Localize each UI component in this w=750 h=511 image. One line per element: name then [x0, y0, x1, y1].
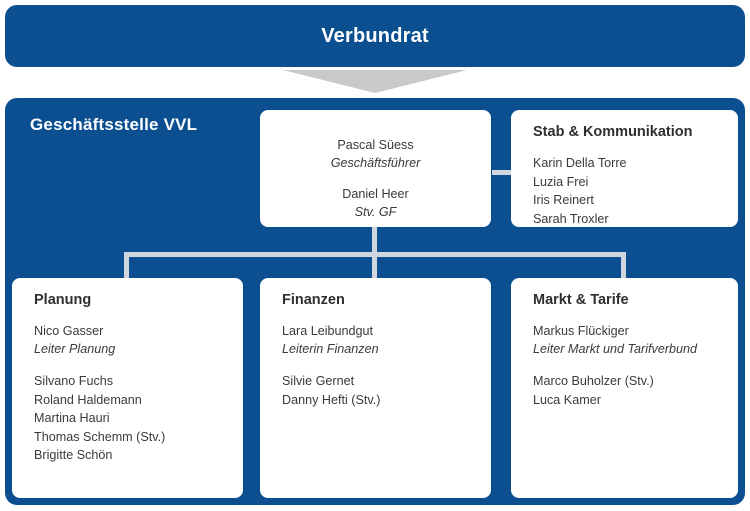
card-finanzen: Finanzen Lara Leibundgut Leiterin Finanz…	[260, 278, 491, 498]
management-person: Daniel Heer Stv. GF	[260, 185, 491, 221]
connector-drop-markt	[621, 252, 626, 280]
staff-member: Danny Hefti (Stv.)	[282, 392, 381, 407]
spacer	[34, 358, 243, 372]
connector-gf-to-stab	[492, 170, 512, 175]
staff-member: Sarah Troxler	[533, 211, 609, 226]
unit-staff-list: Karin Della Torre Luzia Frei Iris Reiner…	[533, 154, 738, 228]
management-person-role: Stv. GF	[354, 205, 397, 219]
unit-title: Finanzen	[282, 292, 345, 308]
connector-drop-planung	[124, 252, 129, 280]
connector-gf-down	[372, 227, 377, 255]
geschaeftsstelle-title: Geschäftsstelle VVL	[30, 115, 198, 134]
unit-staff-list: Silvie Gernet Danny Hefti (Stv.)	[282, 372, 491, 409]
spacer	[282, 358, 491, 372]
card-stab-kommunikation: Stab & Kommunikation Karin Della Torre L…	[511, 110, 738, 227]
connector-drop-finanzen	[372, 252, 377, 280]
unit-title: Markt & Tarife	[533, 292, 629, 308]
spacer	[533, 358, 738, 372]
unit-title: Planung	[34, 292, 92, 308]
card-geschaeftsfuehrung: Pascal Süess Geschäftsführer Daniel Heer…	[260, 110, 491, 227]
unit-title: Stab & Kommunikation	[533, 124, 693, 140]
management-person-role: Geschäftsführer	[330, 156, 421, 170]
staff-member: Silvie Gernet	[282, 374, 355, 388]
staff-member: Luzia Frei	[533, 174, 589, 189]
card-markt-tarife: Markt & Tarife Markus Flückiger Leiter M…	[511, 278, 738, 498]
staff-member: Martina Hauri	[34, 411, 110, 425]
verbundrat-title: Verbundrat	[321, 24, 429, 47]
card-planung: Planung Nico Gasser Leiter Planung Silva…	[12, 278, 243, 498]
unit-lead-name: Nico Gasser	[34, 324, 104, 338]
management-person: Pascal Süess Geschäftsführer	[260, 136, 491, 172]
management-person-name: Daniel Heer	[342, 187, 409, 201]
unit-staff-list: Silvano Fuchs Roland Haldemann Martina H…	[34, 372, 243, 465]
staff-member: Karin Della Torre	[533, 156, 627, 170]
staff-member: Roland Haldemann	[34, 392, 142, 407]
unit-lead-role: Leiter Markt und Tarifverbund	[533, 342, 698, 356]
staff-member: Thomas Schemm (Stv.)	[34, 429, 166, 444]
unit-lead-name: Markus Flückiger	[533, 324, 629, 338]
down-arrow-icon	[283, 70, 467, 93]
staff-member: Marco Buholzer (Stv.)	[533, 374, 654, 388]
staff-member: Brigitte Schön	[34, 448, 113, 462]
staff-member: Silvano Fuchs	[34, 374, 114, 388]
unit-lead-role: Leiterin Finanzen	[282, 342, 379, 356]
unit-staff-list: Marco Buholzer (Stv.) Luca Kamer	[533, 372, 738, 409]
staff-member: Luca Kamer	[533, 392, 601, 407]
unit-lead-name: Lara Leibundgut	[282, 324, 374, 338]
verbundrat-banner: Verbundrat	[5, 5, 745, 67]
unit-lead-role: Leiter Planung	[34, 342, 116, 356]
staff-member: Iris Reinert	[533, 193, 594, 207]
management-person-name: Pascal Süess	[337, 138, 414, 152]
